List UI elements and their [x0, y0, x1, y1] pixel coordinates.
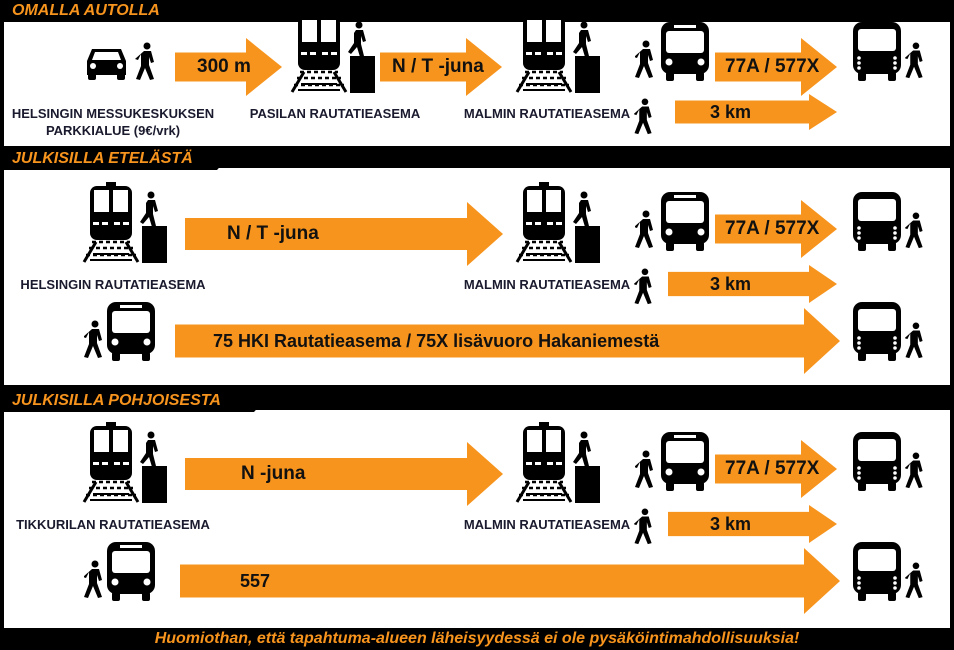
bus-front-icon	[660, 430, 710, 492]
bus-rear-icon	[852, 190, 902, 252]
walker-icon	[634, 508, 654, 546]
car-icon	[84, 45, 129, 80]
walker-icon	[905, 212, 925, 250]
section-title-from-north: JULKISILLA POHJOISESTA	[0, 390, 274, 412]
parking-notice: Huomiothan, että tapahtuma-alueen läheis…	[154, 630, 800, 647]
walker-icon	[905, 322, 925, 360]
walker-icon	[635, 210, 655, 250]
section-title-from-south: JULKISILLA ETELÄSTÄ	[0, 148, 237, 170]
label-malmi: MALMIN RAUTATIEASEMA	[463, 517, 631, 532]
label-malmi: MALMIN RAUTATIEASEMA	[463, 277, 631, 292]
walker-icon	[635, 450, 655, 490]
walker-icon	[84, 560, 104, 600]
walker-icon	[905, 42, 925, 80]
train-icon	[82, 420, 167, 505]
bus-rear-icon	[852, 540, 902, 602]
label-start-line2: PARKKIALUE (9€/vrk)	[45, 123, 181, 138]
label-malmi: MALMIN RAUTATIEASEMA	[463, 106, 631, 121]
label-start: HELSINGIN MESSUKESKUKSEN	[11, 106, 215, 121]
train-icon	[515, 420, 600, 505]
bus-front-icon	[106, 300, 156, 362]
walker-icon	[135, 42, 157, 82]
bus-rear-icon	[852, 300, 902, 362]
label-start: TIKKURILAN RAUTATIEASEMA	[16, 517, 210, 532]
bus-rear-icon	[852, 20, 902, 82]
walker-icon	[905, 562, 925, 600]
section-title-own-car: OMALLA AUTOLLA	[0, 0, 302, 22]
walker-icon	[635, 40, 655, 80]
walker-icon	[634, 98, 654, 136]
bus-front-icon	[660, 190, 710, 252]
train-icon	[82, 180, 167, 265]
label-start: HELSINGIN RAUTATIEASEMA	[20, 277, 206, 292]
walker-icon	[634, 268, 654, 306]
train-icon	[290, 10, 375, 95]
train-icon	[515, 10, 600, 95]
bus-rear-icon	[852, 430, 902, 492]
label-transfer: PASILAN RAUTATIEASEMA	[249, 106, 421, 121]
walker-icon	[84, 320, 104, 360]
bus-front-icon	[660, 20, 710, 82]
bus-front-icon	[106, 540, 156, 602]
walker-icon	[905, 452, 925, 490]
train-icon	[515, 180, 600, 265]
